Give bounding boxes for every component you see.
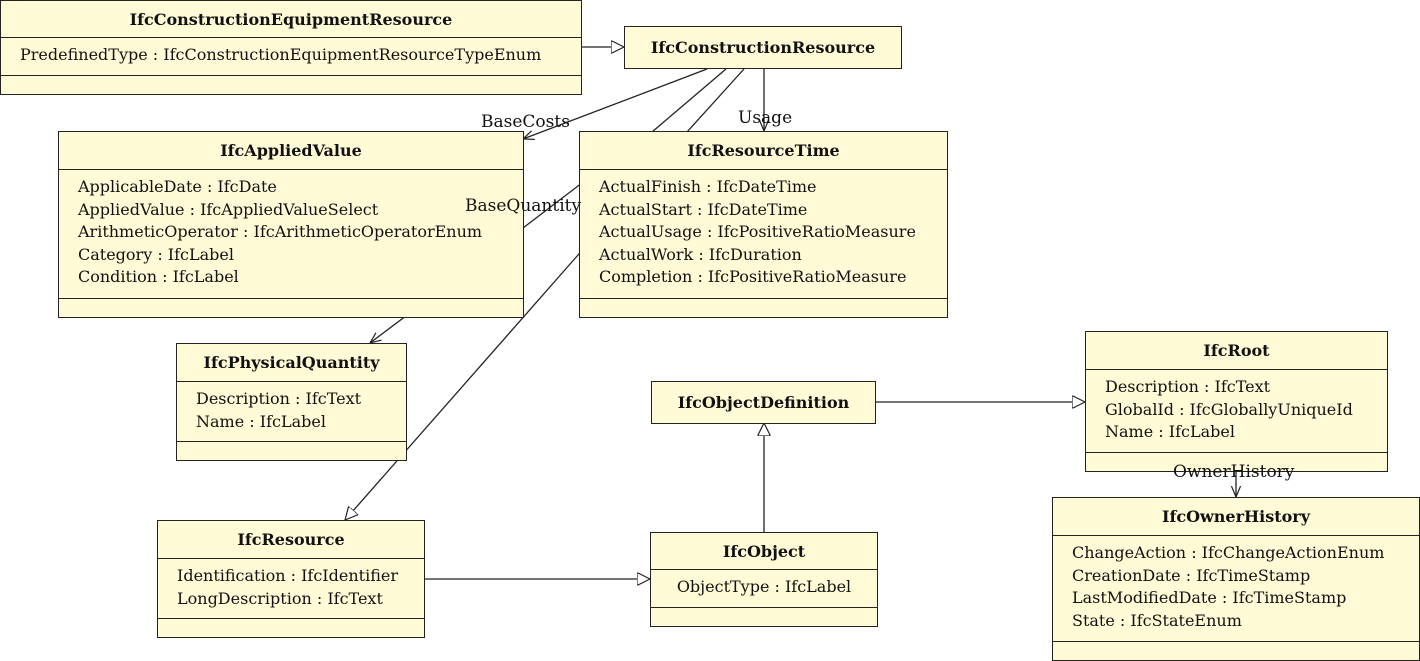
attribute: Description : IfcText xyxy=(1105,377,1271,396)
attribute: Category : IfcLabel xyxy=(78,244,234,264)
label-base-costs: BaseCosts xyxy=(481,112,570,132)
class-ifc-object-definition[interactable]: IfcObjectDefinition xyxy=(651,381,876,424)
attribute: ApplicableDate : IfcDate xyxy=(78,177,277,196)
class-ifc-construction-equipment-resource[interactable]: IfcConstructionEquipmentResource Predefi… xyxy=(0,0,582,95)
class-ifc-owner-history[interactable]: IfcOwnerHistory ChangeAction : IfcChange… xyxy=(1052,497,1420,661)
class-attributes: PredefinedType : IfcConstructionEquipmen… xyxy=(1,38,581,76)
class-name: IfcOwnerHistory xyxy=(1053,498,1419,536)
association-base-costs xyxy=(523,68,708,139)
attribute: Identification : IfcIdentifier xyxy=(177,566,398,585)
attribute: GlobalId : IfcGloballyUniqueId xyxy=(1105,399,1353,419)
attribute: ActualWork : IfcDuration xyxy=(599,244,802,264)
class-attributes: ChangeAction : IfcChangeActionEnum Creat… xyxy=(1053,536,1419,642)
class-name: IfcConstructionResource xyxy=(650,38,876,57)
class-attributes: Description : IfcText GlobalId : IfcGlob… xyxy=(1086,370,1387,453)
class-ifc-physical-quantity[interactable]: IfcPhysicalQuantity Description : IfcTex… xyxy=(176,343,407,461)
attribute: ChangeAction : IfcChangeActionEnum xyxy=(1072,543,1385,562)
class-ifc-resource[interactable]: IfcResource Identification : IfcIdentifi… xyxy=(157,520,425,638)
attribute: Description : IfcText xyxy=(196,389,362,408)
class-ifc-resource-time[interactable]: IfcResourceTime ActualFinish : IfcDateTi… xyxy=(579,131,948,318)
attribute: LastModifiedDate : IfcTimeStamp xyxy=(1072,588,1347,608)
attribute: ArithmeticOperator : IfcArithmeticOperat… xyxy=(78,222,483,242)
class-name: IfcPhysicalQuantity xyxy=(177,344,406,382)
attribute: ObjectType : IfcLabel xyxy=(676,577,852,596)
attribute: ActualUsage : IfcPositiveRatioMeasure xyxy=(599,222,916,242)
attribute: Condition : IfcLabel xyxy=(78,267,239,287)
attribute: AppliedValue : IfcAppliedValueSelect xyxy=(78,199,379,219)
label-base-quantity: BaseQuantity xyxy=(465,196,582,216)
class-name: IfcConstructionEquipmentResource xyxy=(1,1,581,38)
class-attributes: ActualFinish : IfcDateTime ActualStart :… xyxy=(580,170,947,299)
attribute: ActualFinish : IfcDateTime xyxy=(599,177,817,196)
class-name: IfcObjectDefinition xyxy=(677,393,850,412)
class-ifc-root[interactable]: IfcRoot Description : IfcText GlobalId :… xyxy=(1085,331,1388,472)
attribute: PredefinedType : IfcConstructionEquipmen… xyxy=(20,45,542,64)
class-attributes: ApplicableDate : IfcDate AppliedValue : … xyxy=(59,170,523,299)
class-ifc-applied-value[interactable]: IfcAppliedValue ApplicableDate : IfcDate… xyxy=(58,131,524,318)
class-ifc-construction-resource[interactable]: IfcConstructionResource xyxy=(624,26,902,69)
attribute: CreationDate : IfcTimeStamp xyxy=(1072,565,1311,585)
class-name: IfcResource xyxy=(158,521,424,559)
attribute: Completion : IfcPositiveRatioMeasure xyxy=(599,267,907,287)
class-name: IfcRoot xyxy=(1086,332,1387,370)
class-name: IfcResourceTime xyxy=(580,132,947,170)
attribute: ActualStart : IfcDateTime xyxy=(599,199,808,219)
class-name: IfcObject xyxy=(651,533,877,570)
label-owner-history: OwnerHistory xyxy=(1173,462,1295,482)
attribute: State : IfcStateEnum xyxy=(1072,610,1242,630)
class-ifc-object[interactable]: IfcObject ObjectType : IfcLabel xyxy=(650,532,878,627)
label-usage: Usage xyxy=(738,108,793,128)
attribute: Name : IfcLabel xyxy=(196,411,326,431)
class-name: IfcAppliedValue xyxy=(59,132,523,170)
class-attributes: Identification : IfcIdentifier LongDescr… xyxy=(158,559,424,619)
class-attributes: Description : IfcText Name : IfcLabel xyxy=(177,382,406,442)
attribute: LongDescription : IfcText xyxy=(177,588,383,608)
class-attributes: ObjectType : IfcLabel xyxy=(651,570,877,608)
attribute: Name : IfcLabel xyxy=(1105,422,1235,442)
